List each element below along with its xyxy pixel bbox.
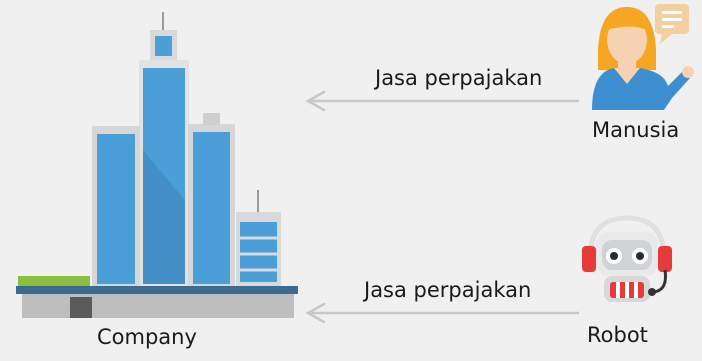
node-label-company: Company [97,325,197,349]
robot-agent-icon [582,215,672,302]
arrow-robot-to-company [305,302,580,324]
arrow-manusia-to-company [305,90,580,112]
node-label-manusia: Manusia [592,118,680,142]
node-label-robot: Robot [587,323,648,347]
office-building-icon [16,12,298,318]
edge-label-manusia: Jasa perpajakan [375,66,543,90]
human-agent-icon [592,4,694,110]
edge-label-robot: Jasa perpajakan [364,278,532,302]
